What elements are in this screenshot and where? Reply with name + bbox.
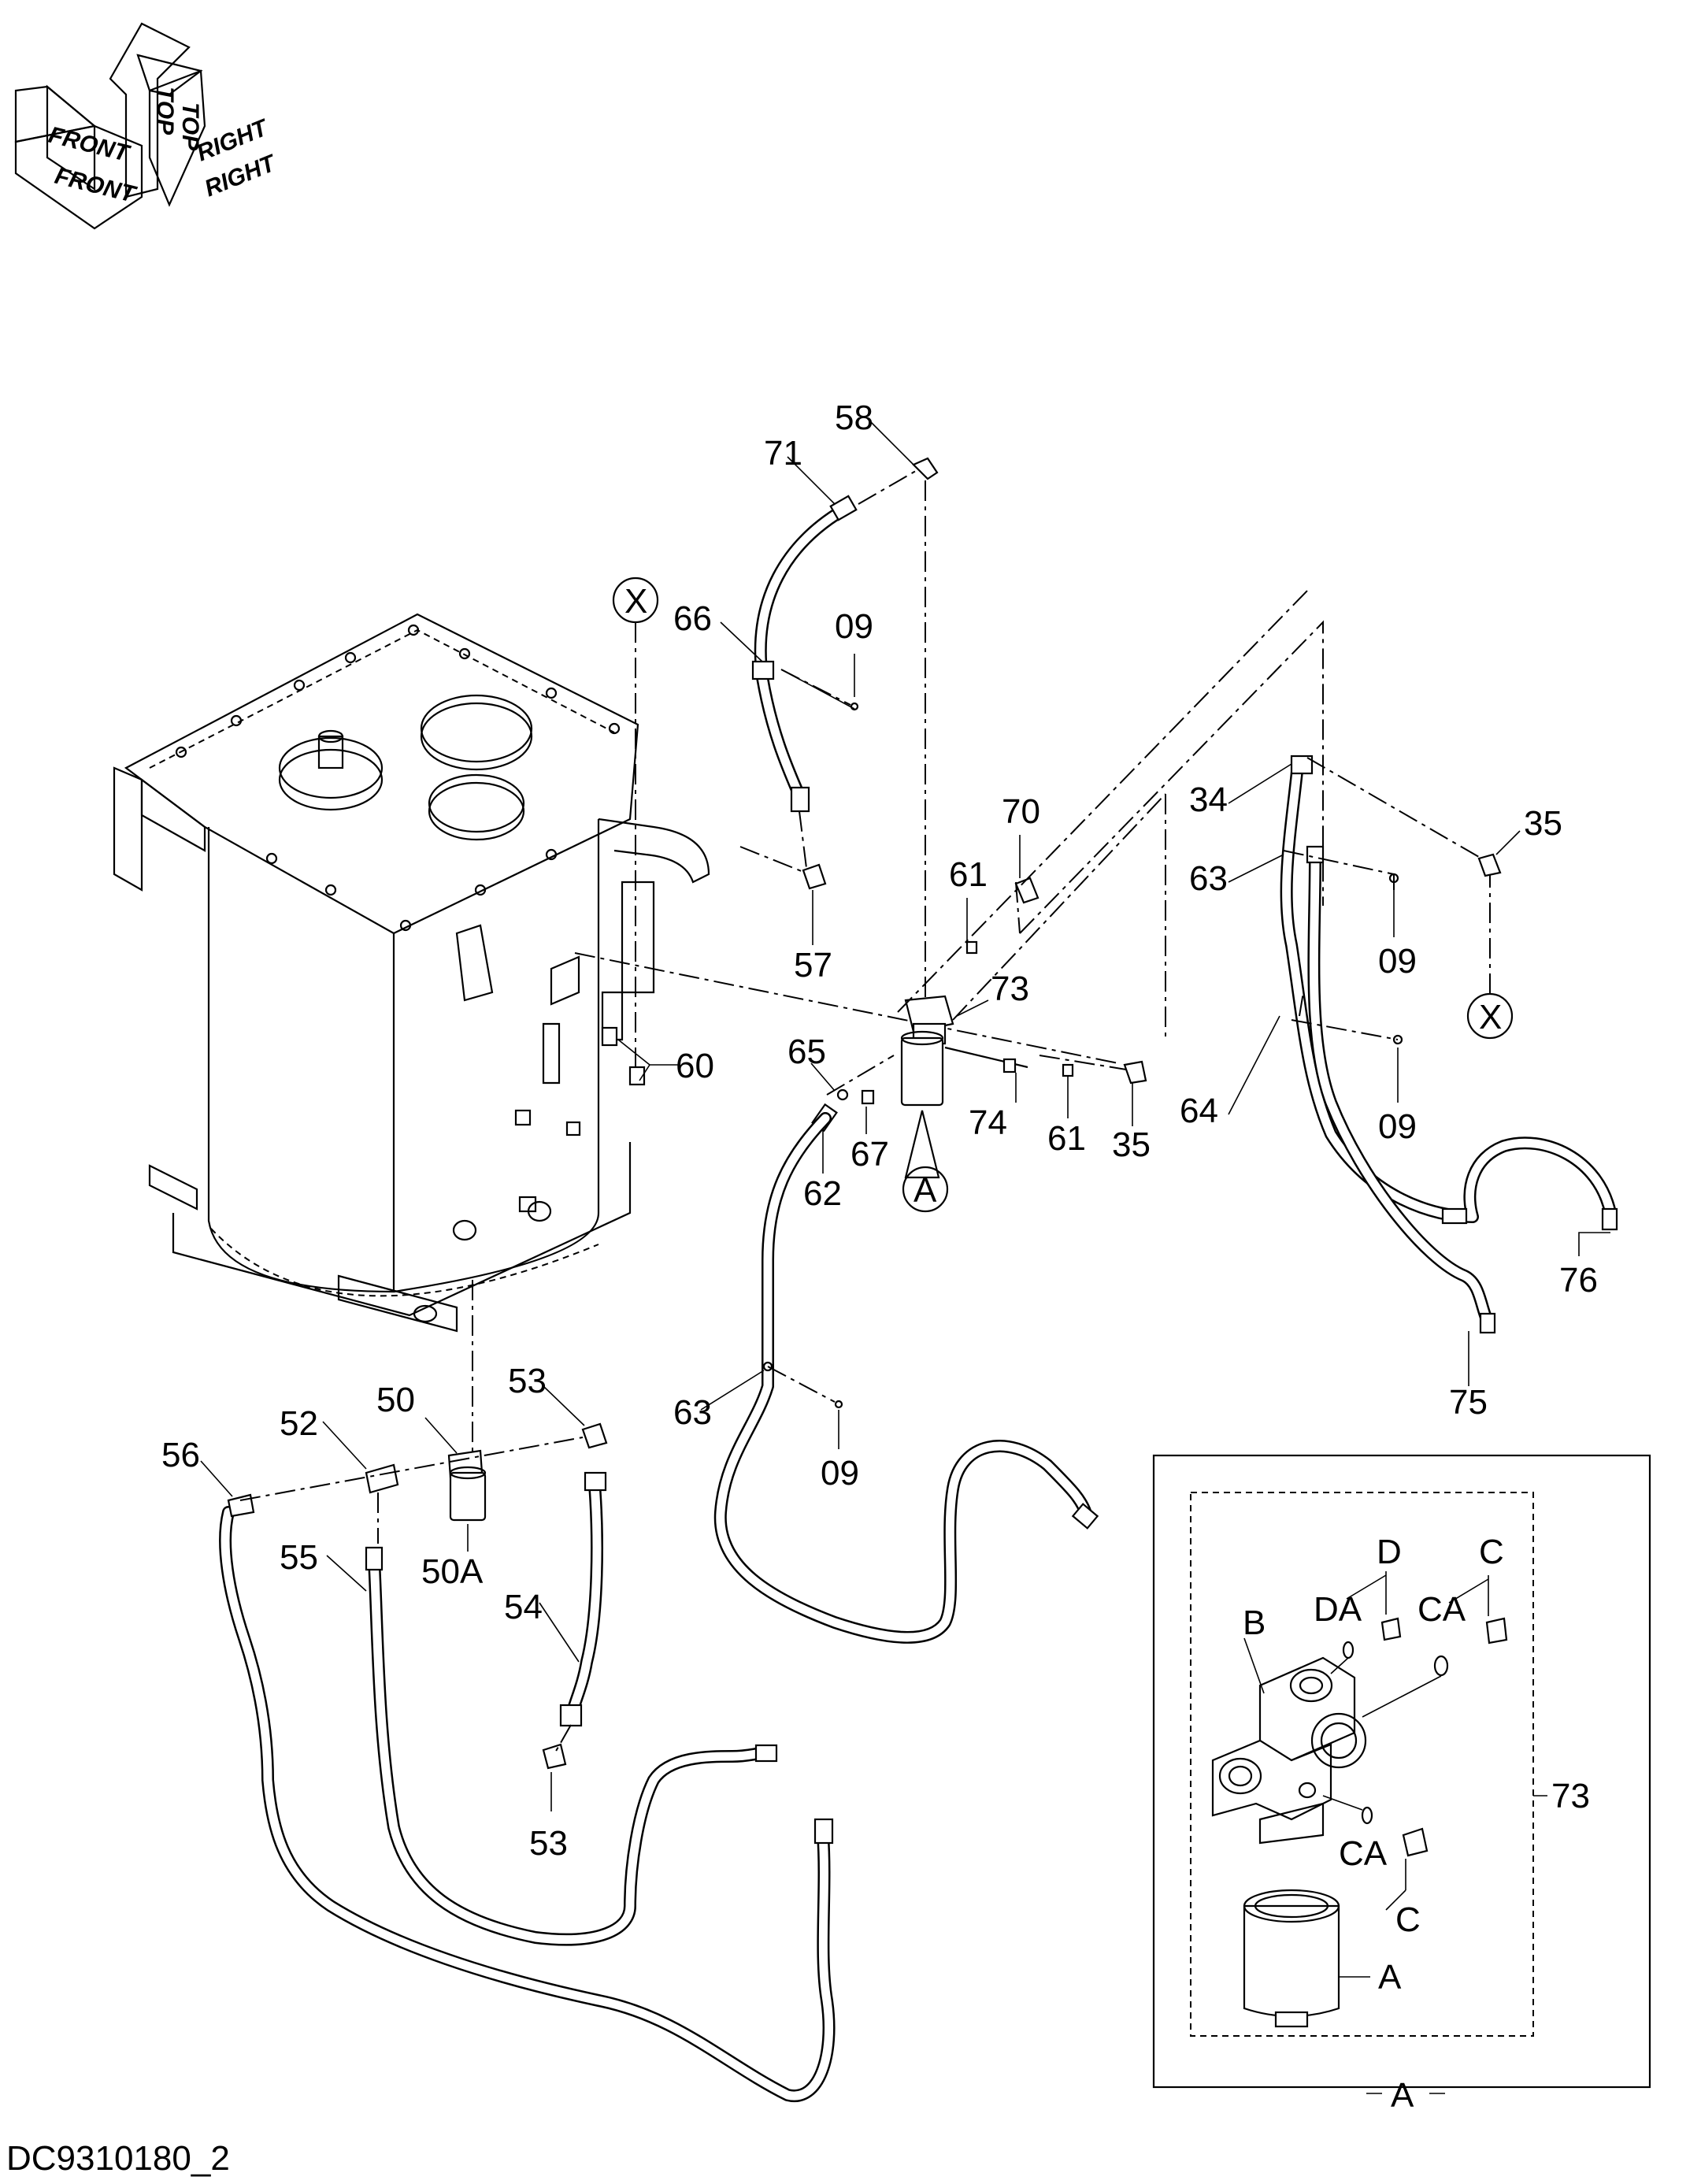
orientation-front-label: FRONT [46,122,133,168]
callout-61-b: 61 [1047,1119,1086,1158]
callout-56: 56 [161,1436,200,1474]
callout-09-c: 09 [1378,1107,1417,1146]
callout-74: 74 [969,1103,1007,1142]
reference-x-right: X [1466,874,1514,1040]
callout-09-b: 09 [1378,942,1417,981]
filter-head-b [1211,1656,1367,1845]
elbow-58 [912,457,939,1000]
filler-cap [278,729,384,811]
callout-35-b: 35 [1524,804,1562,843]
callout-65: 65 [788,1033,826,1071]
callout-76: 76 [1559,1261,1598,1300]
callout-60: 60 [676,1047,714,1085]
x-marker-top: X [624,582,647,621]
hose-63-center [713,1112,1099,1644]
detail-assembly-number: 73 [1551,1777,1590,1815]
elbow-57 [802,863,827,890]
callout-75: 75 [1449,1383,1488,1422]
callout-64: 64 [1180,1092,1218,1130]
detail-label-C-bottom: C [1395,1900,1421,1939]
inspection-covers [420,694,533,841]
fuel-filter-assembly: A [811,590,1324,1213]
callout-labels: 58 71 66 09 57 70 61 73 65 67 62 74 61 3… [161,399,1598,1863]
x-marker-right: X [1479,998,1502,1036]
detail-label-CA-top: CA [1418,1590,1466,1629]
callout-63-b: 63 [673,1393,712,1432]
callout-57: 57 [794,946,832,984]
fitting-60 [601,1026,679,1086]
callout-67: 67 [850,1135,889,1174]
callout-34: 34 [1189,781,1228,819]
callout-71: 71 [764,434,802,473]
detail-label-C-top: C [1479,1533,1504,1571]
orientation-indicator: FRONT FRONT TOP TOP RIGHT RIGHT [14,22,281,230]
callout-73: 73 [991,970,1029,1008]
callout-50: 50 [376,1381,415,1419]
detail-label-DA: DA [1314,1590,1362,1629]
detail-view-title: A [1391,2076,1414,2115]
leader-lines [200,417,1610,1811]
callout-09-a: 09 [835,607,873,646]
callout-52: 52 [280,1404,318,1443]
callout-09-d: 09 [821,1454,859,1492]
callout-55: 55 [280,1538,318,1577]
orientation-top-label: TOP [152,87,178,135]
plugs [1322,1617,1508,1857]
detail-label-B: B [1243,1604,1266,1642]
orientation-top-label-2: TOP [177,102,203,151]
a-marker-filter: A [914,1171,937,1210]
callout-53-b: 53 [529,1824,568,1863]
fuel-tank [113,613,1127,1333]
callout-54: 54 [504,1588,543,1626]
callout-66: 66 [673,599,712,638]
filter-element-a [1243,1889,1340,2028]
hose-bundle-right [1280,755,1618,1334]
hose-71 [739,468,921,879]
tank-bolts [175,624,621,932]
callout-35-a: 35 [1112,1125,1151,1164]
callout-61-a: 61 [949,855,988,894]
callout-62: 62 [803,1174,842,1213]
callout-70: 70 [1002,792,1040,831]
lower-left-hoses [219,1280,836,2103]
document-id: DC9310180_2 [6,2139,230,2178]
callout-50A: 50A [421,1552,484,1591]
detail-view-a: B D DA C CA CA C A 73 A [1152,1454,1651,2115]
reference-x-top: X [612,577,659,1075]
detail-label-D: D [1377,1533,1402,1571]
detail-label-CA-bottom: CA [1339,1834,1388,1873]
callout-58: 58 [835,399,873,437]
callout-63-a: 63 [1189,859,1228,898]
callout-53-a: 53 [508,1362,547,1400]
detail-label-A: A [1378,1958,1402,1997]
